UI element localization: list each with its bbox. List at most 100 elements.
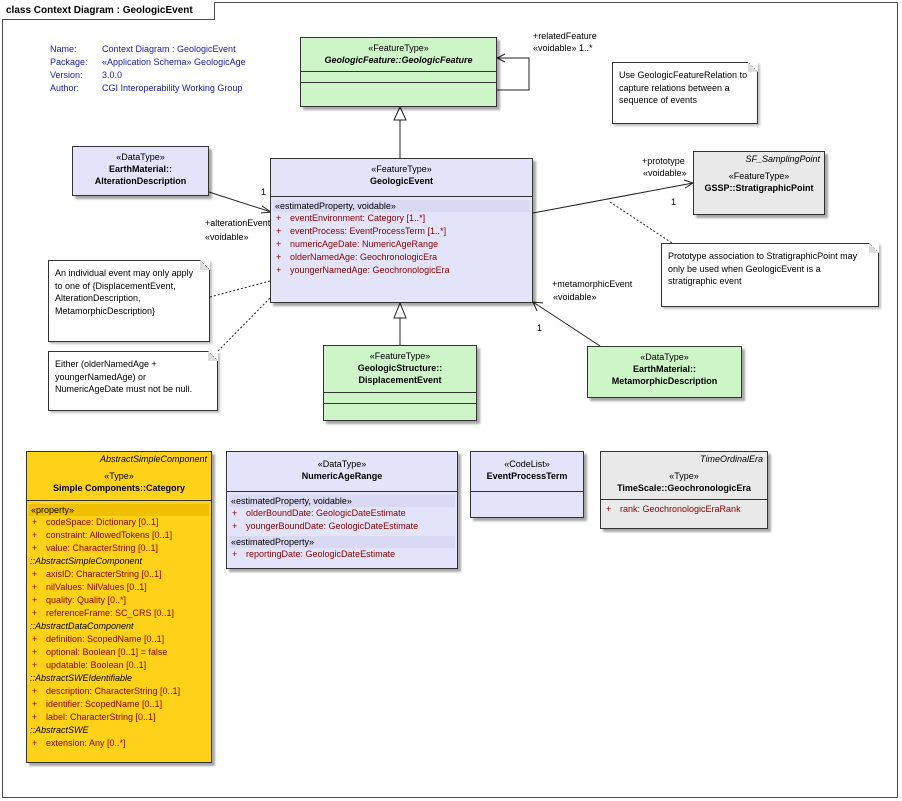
attribute-section-header: «estimatedProperty» [229,536,455,548]
multiplicity-label: 1 [537,323,543,333]
class-alteration-description[interactable]: «DataType»EarthMaterial::AlterationDescr… [72,146,209,196]
related-feature-arrowhead [495,53,506,63]
meta-key: Package: [50,57,88,67]
attribute-group-label: ::AbstractSimpleComponent [30,556,143,566]
meta-key: Name: [50,44,77,54]
role-label: +relatedFeature [533,31,597,41]
class-attribute: +optional: Boolean [0..1] = false [32,647,168,657]
meta-value: «Application Schema» GeologicAge [102,57,246,67]
note-named-age: Either (olderNamedAge + youngerNamedAge)… [48,351,218,411]
meta-key: Author: [50,83,80,93]
class-name: DisplacementEvent [358,375,442,385]
class-name: MetamorphicDescription [611,376,718,386]
attribute-section-header: «property» [29,504,209,516]
metamorphic-arrowhead [532,301,544,312]
class-attribute: +nilValues: NilValues [0..1] [32,582,147,592]
note-link-prototype [609,201,673,244]
prototype-association [532,182,694,214]
class-name: GeologicEvent [369,176,433,186]
note-prototype: Prototype association to StratigraphicPo… [661,243,879,307]
role-label: +alterationEvent [205,218,271,228]
class-tag: AbstractSimpleComponent [99,454,207,464]
class-name: NumericAgeRange [301,471,383,481]
frame-title: class Context Diagram : GeologicEvent [2,2,215,20]
multiplicity-label: 1 [261,187,267,197]
class-tag: TimeOrdinalEra [700,454,763,464]
class-geologic-feature[interactable]: «FeatureType»GeologicFeature::GeologicFe… [300,37,497,107]
category-attribute-list: +codeSpace: Dictionary [0..1]+constraint… [27,516,211,750]
class-name: GeologicStructure:: [357,363,443,373]
class-divider [471,491,583,492]
stereotype-label: «FeatureType» [371,164,432,174]
attribute-group-label: ::AbstractSWEIdentifiable [30,673,133,683]
event-generalization-arrow [393,105,407,121]
metamorphic-association [532,301,601,347]
class-attribute: +label: CharacterString [0..1] [32,712,156,722]
meta-value: CGI Interoperability Working Group [102,83,243,93]
class-attribute: +description: CharacterString [0..1] [32,686,181,696]
stereotype-label: «FeatureType» [368,43,429,53]
class-name: TimeScale::GeochronologicEra [617,483,751,493]
role-label: «voidable» [205,232,249,242]
stereotype-label: «CodeList» [504,459,550,469]
class-attribute: +olderBoundDate: GeologicDateEstimate [232,508,406,518]
class-name: AlterationDescription [94,176,187,186]
class-divider [324,392,476,393]
related-feature-association [497,57,530,91]
class-attribute: +value: CharacterString [0..1] [32,543,159,553]
class-attribute: +definition: ScopedName [0..1] [32,634,165,644]
class-geochronologic-era[interactable]: TimeOrdinalEra «Type»TimeScale::Geochron… [600,451,768,529]
attribute-section-header: «estimatedProperty, voidable» [273,200,530,212]
alteration-association [208,191,272,213]
class-gssp-stratigraphic-point[interactable]: SF_SamplingPoint «FeatureType»GSSP::Stra… [693,151,825,215]
note-link-individual [209,280,271,298]
class-divider [27,500,211,501]
class-divider [324,403,476,404]
class-numeric-age-range[interactable]: «DataType»NumericAgeRange «estimatedProp… [226,451,458,569]
class-metamorphic-description[interactable]: «DataType»EarthMaterial::MetamorphicDesc… [587,346,742,398]
stereotype-label: «DataType» [116,152,165,162]
attribute-section-header: «estimatedProperty, voidable» [229,495,455,507]
class-attribute: +quality: Quality [0..*] [32,595,127,605]
stereotype-label: «DataType» [640,352,689,362]
note-feature-relation: Use GeologicFeatureRelation to capture r… [612,62,758,124]
class-attribute: +constraint: AllowedTokens [0..1] [32,530,173,540]
class-attribute: +extension: Any [0..*] [32,738,126,748]
attribute-group-label: ::AbstractDataComponent [30,621,134,631]
displacement-generalization-arrow [393,301,407,319]
class-divider [227,491,457,492]
class-event-process-term[interactable]: «CodeList» EventProcessTerm [470,451,584,518]
class-divider [301,82,496,83]
class-divider [271,196,532,197]
meta-value: Context Diagram : GeologicEvent [102,44,236,54]
class-name: GeologicFeature::GeologicFeature [324,55,473,65]
class-simple-category[interactable]: AbstractSimpleComponent «Type»Simple Com… [26,451,212,763]
class-displacement-event[interactable]: «FeatureType»GeologicStructure::Displace… [323,345,477,421]
class-attribute: +identifier: ScopedName [0..1] [32,699,163,709]
class-attribute: +eventEnvironment: Category [1..*] [276,213,426,223]
note-individual-event: An individual event may only apply to on… [48,260,210,342]
class-name: EventProcessTerm [486,471,568,481]
role-label: +prototype [642,156,685,166]
diagram-metadata: Name: Context Diagram : GeologicEvent Pac… [50,43,246,95]
role-label: +metamorphicEvent [552,279,633,289]
multiplicity-label: 1 [671,197,677,207]
meta-key: Version: [50,70,83,80]
role-label: «voidable» [643,168,687,178]
class-attribute: +youngerBoundDate: GeologicDateEstimate [232,521,419,531]
class-attribute: +axisID: CharacterString [0..1] [32,569,162,579]
meta-value: 3.0.0 [102,70,123,80]
stereotype-label: «Type» [669,471,699,481]
class-attribute: +eventProcess: EventProcessTerm [1..*] [276,226,447,236]
class-attribute: +olderNamedAge: GeochronologicEra [276,252,438,262]
role-label: «voidable» 1..* [533,43,593,53]
class-attribute: +numericAgeDate: NumericAgeRange [276,239,439,249]
class-attribute: +updatable: Boolean [0..1] [32,660,147,670]
class-attribute: +rank: GeochronologicEraRank [606,504,741,514]
class-attribute: +youngerNamedAge: GeochronologicEra [276,265,450,275]
role-label: «voidable» [553,292,597,302]
attribute-group-label: ::AbstractSWE [30,725,89,735]
class-geologic-event[interactable]: «FeatureType» GeologicEvent «estimatedPro… [270,158,533,303]
